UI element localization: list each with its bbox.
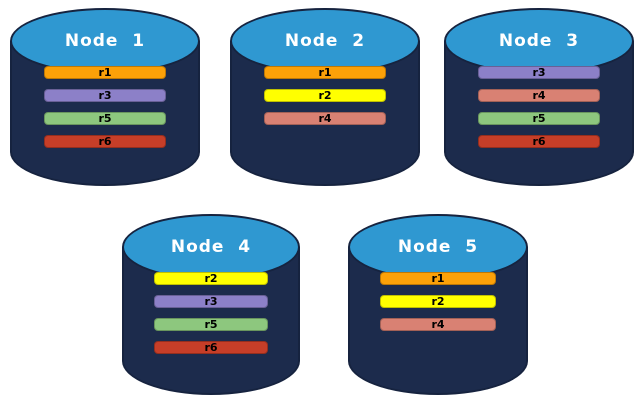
replica-bar-list: r1 r3 r5 r6: [44, 66, 166, 158]
node-cylinder-5: Node 5 r1 r2 r4: [348, 214, 528, 395]
replica-bar-list: r1 r2 r4: [264, 66, 386, 135]
node-title: Node 4: [170, 237, 252, 257]
replica-bar: r6: [44, 135, 166, 148]
replica-bar: r3: [478, 66, 600, 79]
replica-bar: r6: [478, 135, 600, 148]
replica-bar: r3: [44, 89, 166, 102]
replica-bar-list: r3 r4 r5 r6: [478, 66, 600, 158]
replica-bar: r2: [264, 89, 386, 102]
replica-bar: r3: [154, 295, 268, 308]
cylinder-top: Node 5: [348, 214, 528, 280]
node-cylinder-4: Node 4 r2 r3 r5 r6: [122, 214, 300, 395]
replica-bar: r5: [44, 112, 166, 125]
cylinder-top: Node 3: [444, 8, 634, 74]
replica-bar-list: r2 r3 r5 r6: [154, 272, 268, 364]
replica-bar-list: r1 r2 r4: [380, 272, 496, 341]
replica-bar: r5: [154, 318, 268, 331]
replica-bar: r4: [478, 89, 600, 102]
cylinder-top: Node 4: [122, 214, 300, 280]
replica-bar: r6: [154, 341, 268, 354]
node-title: Node 1: [64, 31, 146, 51]
cylinder-top: Node 1: [10, 8, 200, 74]
replica-bar: r5: [478, 112, 600, 125]
node-cylinder-3: Node 3 r3 r4 r5 r6: [444, 8, 634, 186]
replica-bar: r4: [264, 112, 386, 125]
replica-bar: r1: [380, 272, 496, 285]
replica-bar: r2: [380, 295, 496, 308]
replica-bar: r2: [154, 272, 268, 285]
node-title: Node 5: [397, 237, 479, 257]
replica-bar: r1: [264, 66, 386, 79]
cylinder-top: Node 2: [230, 8, 420, 74]
replica-bar: r1: [44, 66, 166, 79]
node-cylinder-1: Node 1 r1 r3 r5 r6: [10, 8, 200, 186]
replica-bar: r4: [380, 318, 496, 331]
node-title: Node 2: [284, 31, 366, 51]
node-title: Node 3: [498, 31, 580, 51]
node-cylinder-2: Node 2 r1 r2 r4: [230, 8, 420, 186]
